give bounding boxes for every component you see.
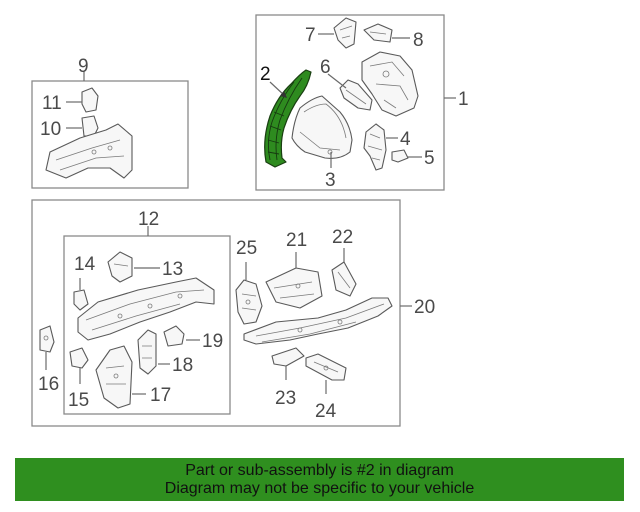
callout-5[interactable]: 5	[424, 148, 435, 169]
part-6-bracket	[339, 79, 373, 111]
part-15-bracket	[69, 347, 89, 369]
part-24-bracket	[305, 353, 347, 381]
part-17-reinforcement	[95, 345, 133, 409]
callout-18[interactable]: 18	[172, 355, 193, 376]
group-1-box: 1	[255, 14, 469, 191]
group-20-box: 20	[31, 199, 435, 427]
part-21-bracket	[265, 267, 323, 309]
part-19-clip	[163, 325, 185, 347]
parts-diagram: 1 2 3 4 5 6	[31, 14, 469, 427]
callout-22[interactable]: 22	[332, 227, 353, 248]
callout-23[interactable]: 23	[275, 388, 296, 409]
callout-3[interactable]: 3	[325, 170, 336, 191]
banner-line-1: Part or sub-assembly is #2 in diagram	[185, 462, 454, 479]
part-10-bracket	[81, 115, 99, 137]
part-14-bracket	[73, 289, 89, 311]
callout-9[interactable]: 9	[78, 56, 89, 77]
callout-19[interactable]: 19	[202, 331, 223, 352]
part-8-bracket	[363, 23, 393, 43]
group-12-box: 12	[63, 209, 231, 415]
callout-12[interactable]: 12	[138, 209, 159, 230]
part-16-bracket	[39, 325, 55, 353]
part-11-bracket	[81, 87, 99, 113]
part-20-front-rail	[243, 297, 393, 345]
part-25-bracket	[235, 279, 263, 325]
banner-line-2: Diagram may not be specific to your vehi…	[164, 480, 475, 497]
callout-1[interactable]: 1	[458, 89, 469, 110]
part-5-clip	[391, 149, 409, 163]
group-9-box: 9	[31, 56, 189, 189]
part-2-wheelhouse-panel[interactable]	[264, 69, 312, 168]
callout-7[interactable]: 7	[305, 25, 316, 46]
callout-20[interactable]: 20	[414, 297, 435, 318]
callout-8[interactable]: 8	[413, 30, 424, 51]
callout-25[interactable]: 25	[236, 238, 257, 259]
callout-13[interactable]: 13	[162, 259, 183, 280]
part-7-bracket	[333, 17, 357, 49]
part-23-bracket	[271, 347, 305, 367]
callout-2[interactable]: 2	[260, 64, 271, 85]
callout-15[interactable]: 15	[68, 390, 89, 411]
callout-11[interactable]: 11	[42, 93, 62, 114]
callout-21[interactable]: 21	[286, 230, 307, 251]
callout-17[interactable]: 17	[150, 385, 171, 406]
callout-4[interactable]: 4	[400, 129, 411, 150]
callout-10[interactable]: 10	[40, 119, 61, 140]
part-18-bracket	[137, 329, 157, 375]
part-1-shock-tower	[361, 51, 419, 117]
part-13-bracket	[107, 251, 133, 283]
leader-6	[327, 73, 347, 89]
part-3-inner-wheelhouse	[291, 95, 353, 159]
callout-6[interactable]: 6	[320, 57, 331, 78]
part-22-bracket	[331, 261, 357, 297]
part-9-rail-extension	[45, 123, 133, 179]
arrow-2	[280, 91, 287, 98]
callout-24[interactable]: 24	[315, 401, 337, 422]
part-12-frame-rail	[77, 277, 215, 341]
part-4-bracket	[363, 123, 387, 171]
callout-14[interactable]: 14	[74, 254, 96, 275]
callout-16[interactable]: 16	[38, 374, 59, 395]
info-banner: Part or sub-assembly is #2 in diagram Di…	[15, 458, 624, 501]
